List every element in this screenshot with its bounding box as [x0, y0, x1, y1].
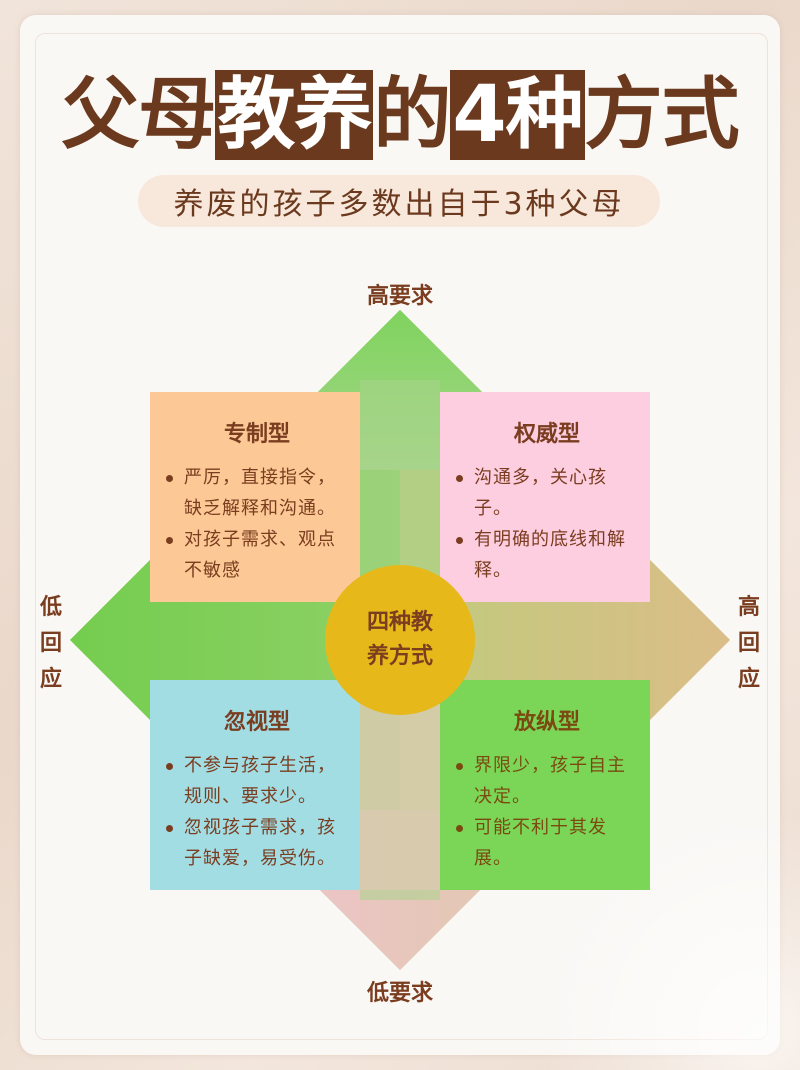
center-label-line2: 养方式 [366, 644, 433, 669]
quadrant-list: 不参与孩子生活，规则、要求少。 忽视孩子需求，孩子缺爱，易受伤。 [162, 750, 352, 874]
quadrant-list: 严厉，直接指令，缺乏解释和沟通。 对孩子需求、观点不敏感 [162, 462, 352, 586]
axis-label-high-response: 高 回 应 [734, 590, 764, 698]
title-part: 方式 [584, 70, 740, 160]
list-item: 忽视孩子需求，孩子缺爱，易受伤。 [162, 812, 352, 874]
quadrant-list: 界限少，孩子自主决定。 可能不利于其发展。 [452, 750, 642, 874]
list-item: 不参与孩子生活，规则、要求少。 [162, 750, 352, 812]
quadrant-authoritative: 权威型 沟通多，关心孩子。 有明确的底线和解释。 [440, 392, 650, 602]
title-highlight: 教养 [215, 70, 374, 160]
quadrant-neglectful: 忽视型 不参与孩子生活，规则、要求少。 忽视孩子需求，孩子缺爱，易受伤。 [150, 680, 360, 890]
axis-label-high-demand: 高要求 [366, 284, 433, 309]
vertical-band-lower [360, 690, 440, 890]
center-label-line1: 四种教 [366, 610, 433, 635]
axis-char: 低 [39, 595, 62, 620]
inner-frame [35, 33, 768, 1040]
page-title: 父母教养的4种方式 [0, 66, 800, 164]
center-circle: 四种教 养方式 [325, 565, 475, 715]
subtitle: 养废的孩子多数出自于3种父母 [173, 187, 625, 222]
subtitle-pill: 养废的孩子多数出自于3种父母 [138, 175, 660, 227]
quadrant-title: 权威型 [513, 422, 580, 447]
axis-label-low-response: 低 回 应 [36, 590, 66, 698]
axis-char: 回 [39, 631, 62, 656]
quadrant-title: 忽视型 [223, 710, 290, 735]
quadrant-title: 放纵型 [513, 710, 580, 735]
axis-char: 高 [737, 595, 760, 620]
quadrant-permissive: 放纵型 界限少，孩子自主决定。 可能不利于其发展。 [440, 680, 650, 890]
list-item: 严厉，直接指令，缺乏解释和沟通。 [162, 462, 352, 524]
list-item: 有明确的底线和解释。 [452, 524, 642, 586]
title-highlight: 4种 [450, 70, 585, 160]
axis-char: 应 [737, 667, 760, 692]
list-item: 沟通多，关心孩子。 [452, 462, 642, 524]
quadrant-authoritarian: 专制型 严厉，直接指令，缺乏解释和沟通。 对孩子需求、观点不敏感 [150, 392, 360, 602]
list-item: 界限少，孩子自主决定。 [452, 750, 642, 812]
quadrant-title: 专制型 [223, 422, 290, 447]
title-part: 父母 [61, 70, 216, 160]
axis-label-low-demand: 低要求 [366, 981, 433, 1006]
list-item: 对孩子需求、观点不敏感 [162, 524, 352, 586]
axis-char: 回 [737, 631, 760, 656]
title-part: 的 [373, 70, 451, 160]
axis-char: 应 [39, 667, 62, 692]
quadrant-list: 沟通多，关心孩子。 有明确的底线和解释。 [452, 462, 642, 586]
list-item: 可能不利于其发展。 [452, 812, 642, 874]
